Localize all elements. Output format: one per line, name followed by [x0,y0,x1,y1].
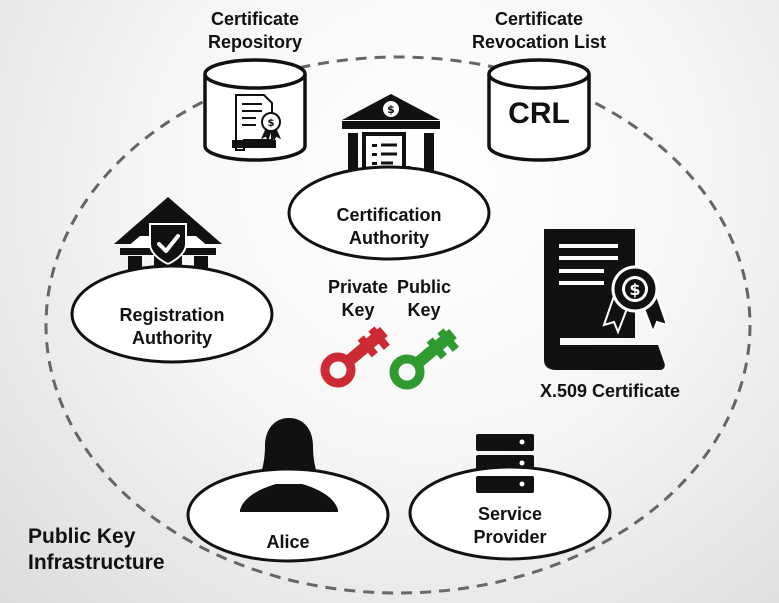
private-key-icon [320,326,390,388]
ra-label: Registration Authority [92,304,252,349]
ra-label-line2: Authority [132,327,212,348]
ra-label-line1: Registration [119,305,225,325]
private-key-label-line2: Key [341,299,375,320]
certificate-document-icon: $ [232,94,282,151]
service-provider-label-line2: Provider [473,526,547,547]
private-key-label: Private Key [318,276,398,321]
crl-database-icon [487,58,591,162]
svg-text:$: $ [629,280,640,299]
pki-label-line1: Public Key [28,525,136,548]
crl-label: Certificate Revocation List [454,8,624,53]
pki-label: Public Key Infrastructure [28,524,165,577]
ca-label-line1: Certification [336,205,442,225]
repository-label-line2: Repository [207,31,303,52]
ca-label: Certification Authority [309,204,469,249]
server-icon-foreground [476,476,534,493]
svg-text:$: $ [387,103,395,116]
pki-boundary [44,55,752,595]
service-provider-label-line1: Service [477,504,543,524]
x509-label: X.509 Certificate [539,381,681,401]
public-key-label: Public Key [386,276,462,321]
service-provider-ellipse [408,465,612,561]
repository-label: Certificate Repository [195,8,315,53]
pki-label-line2: Infrastructure [28,551,165,575]
repository-label-line1: Certificate [210,9,300,29]
alice-label: Alice [266,532,310,552]
ca-ellipse [287,165,491,261]
person-body-icon [240,484,338,512]
alice-ellipse [186,467,390,563]
crl-label-line2: Revocation List [471,31,607,52]
x509-certificate-icon: $ [544,229,669,370]
ra-ellipse [70,264,274,364]
ca-label-line2: Authority [349,227,429,248]
repository-database-icon: $ [203,58,307,162]
public-key-icon [389,328,459,390]
public-key-label-line1: Public [396,277,451,297]
service-provider-label: Service Provider [440,503,580,548]
public-key-label-line2: Key [407,299,441,320]
crl-label-line1: Certificate [494,9,584,29]
private-key-label-line1: Private [327,277,389,297]
svg-text:$: $ [268,118,275,129]
crl-badge-text: CRL [508,97,570,130]
